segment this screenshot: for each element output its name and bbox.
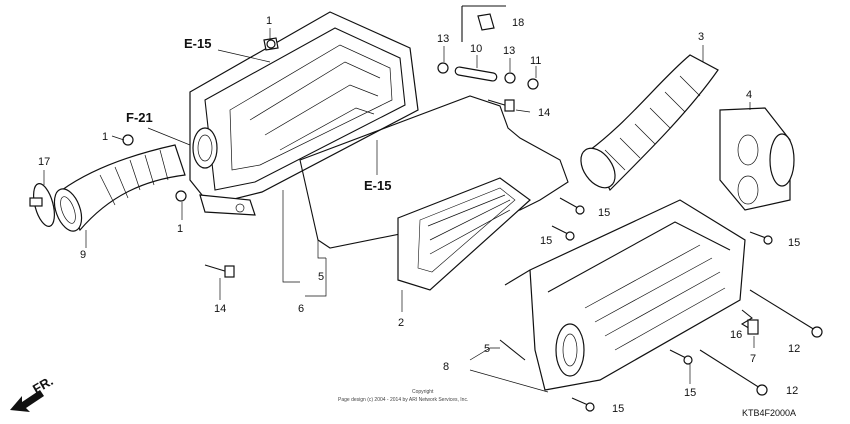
gasket	[299, 95, 569, 249]
copyright-text: Page design (c) 2004 - 2014 by ARI Netwo…	[338, 397, 468, 403]
callout-15-a: 15	[598, 207, 610, 219]
callout-15-c: 15	[788, 237, 800, 249]
connecting-tube	[580, 54, 719, 192]
ref-f21: F-21	[126, 110, 153, 125]
screw-15-b	[551, 225, 575, 241]
callout-12-upper: 12	[788, 343, 800, 355]
leader-lines	[43, 28, 755, 393]
callout-3: 3	[698, 31, 704, 43]
callout-14-upper: 14	[538, 107, 550, 119]
front-direction-arrow: FR.	[10, 373, 56, 412]
callout-13-left: 13	[437, 33, 449, 45]
air-cleaner-cover	[499, 199, 746, 391]
callout-18: 18	[512, 17, 524, 29]
callout-1-bottom: 1	[177, 223, 183, 235]
clip-13-right	[504, 72, 516, 84]
callout-15-e: 15	[612, 403, 624, 415]
callout-10: 10	[470, 43, 482, 55]
part-18-box	[461, 5, 506, 42]
bolt-12-upper	[749, 289, 823, 338]
ref-e15-mid: E-15	[364, 178, 391, 193]
screw-15-c	[749, 231, 773, 245]
clamp	[29, 183, 55, 227]
callout-7: 7	[750, 353, 756, 365]
bolt-1-top	[263, 37, 279, 51]
nut-11	[527, 78, 539, 90]
air-filter-element	[397, 177, 531, 291]
callout-4: 4	[746, 89, 752, 101]
callout-11: 11	[530, 55, 541, 67]
callout-12-lower: 12	[786, 385, 798, 397]
bolt-1-left	[122, 134, 134, 146]
screw-15-a	[559, 197, 585, 215]
callout-17: 17	[38, 156, 50, 168]
callout-2: 2	[398, 317, 404, 329]
air-cleaner-case	[189, 11, 419, 216]
bolt-14-lower	[204, 264, 235, 278]
screw-15-e	[571, 397, 595, 412]
callout-9: 9	[80, 249, 86, 261]
callout-6: 6	[298, 303, 304, 315]
spring-16	[740, 309, 753, 331]
seal	[719, 107, 795, 211]
callout-16: 16	[730, 329, 742, 341]
bolt-1-bottom	[175, 190, 187, 202]
screw-15-d	[669, 349, 693, 365]
callout-15-b: 15	[540, 235, 552, 247]
diagram-code: KTB4F2000A	[742, 408, 796, 418]
callout-14-lower: 14	[214, 303, 226, 315]
callout-13-right: 13	[503, 45, 515, 57]
callout-1-left: 1	[102, 131, 108, 143]
bolt-12-lower	[699, 349, 768, 396]
bolt-14-upper	[487, 99, 515, 112]
callout-15-d: 15	[684, 387, 696, 399]
front-direction-label: FR.	[30, 373, 56, 396]
copyright-title: Copyright	[412, 389, 434, 395]
part-7	[747, 319, 759, 335]
callout-5-gasket: 5	[318, 271, 324, 283]
ref-e15-top: E-15	[184, 36, 211, 51]
clip-13-left	[437, 62, 449, 74]
callout-5-cover: 5	[484, 343, 490, 355]
callout-1-top: 1	[266, 15, 272, 27]
inlet-tube	[53, 144, 186, 232]
callout-8: 8	[443, 361, 449, 373]
hose-10	[454, 66, 498, 82]
callouts: 1 1 1 2 3 4 5 5 6 7 8 9 10 11 12 12 13 1…	[38, 15, 800, 415]
